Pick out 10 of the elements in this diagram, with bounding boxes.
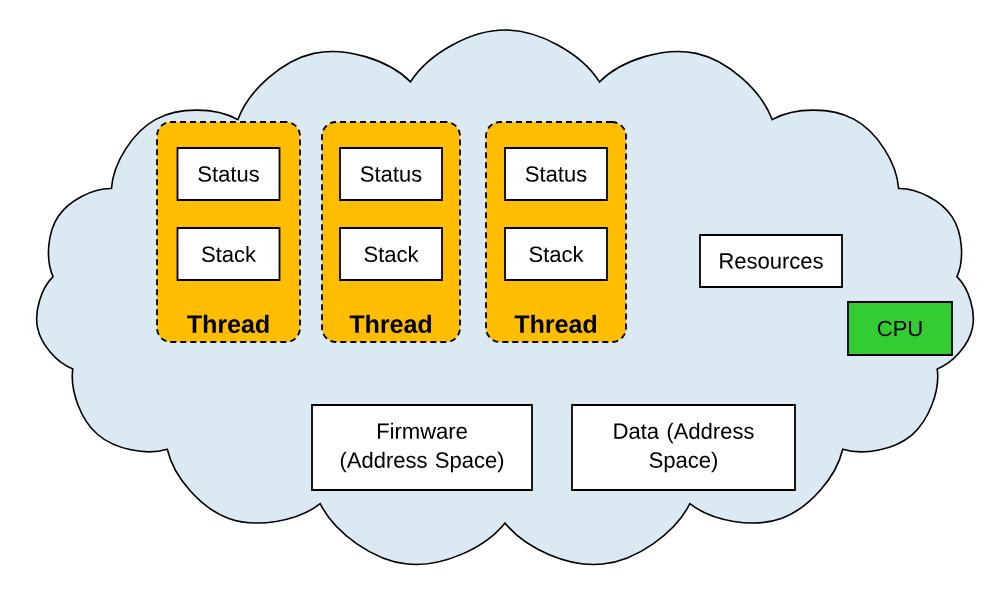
label-box: Stack [504,227,608,281]
label-box: Data (Address Space) [571,404,796,491]
label-box: Stack [176,227,281,281]
label-box: Stack [339,227,443,281]
label-box: Status [176,147,281,201]
label-box: Status [339,147,443,201]
label-box: Resources [699,234,843,288]
label-box: Firmware (Address Space) [311,404,533,491]
label-box: CPU [847,301,953,356]
label-box: Status [504,147,608,201]
